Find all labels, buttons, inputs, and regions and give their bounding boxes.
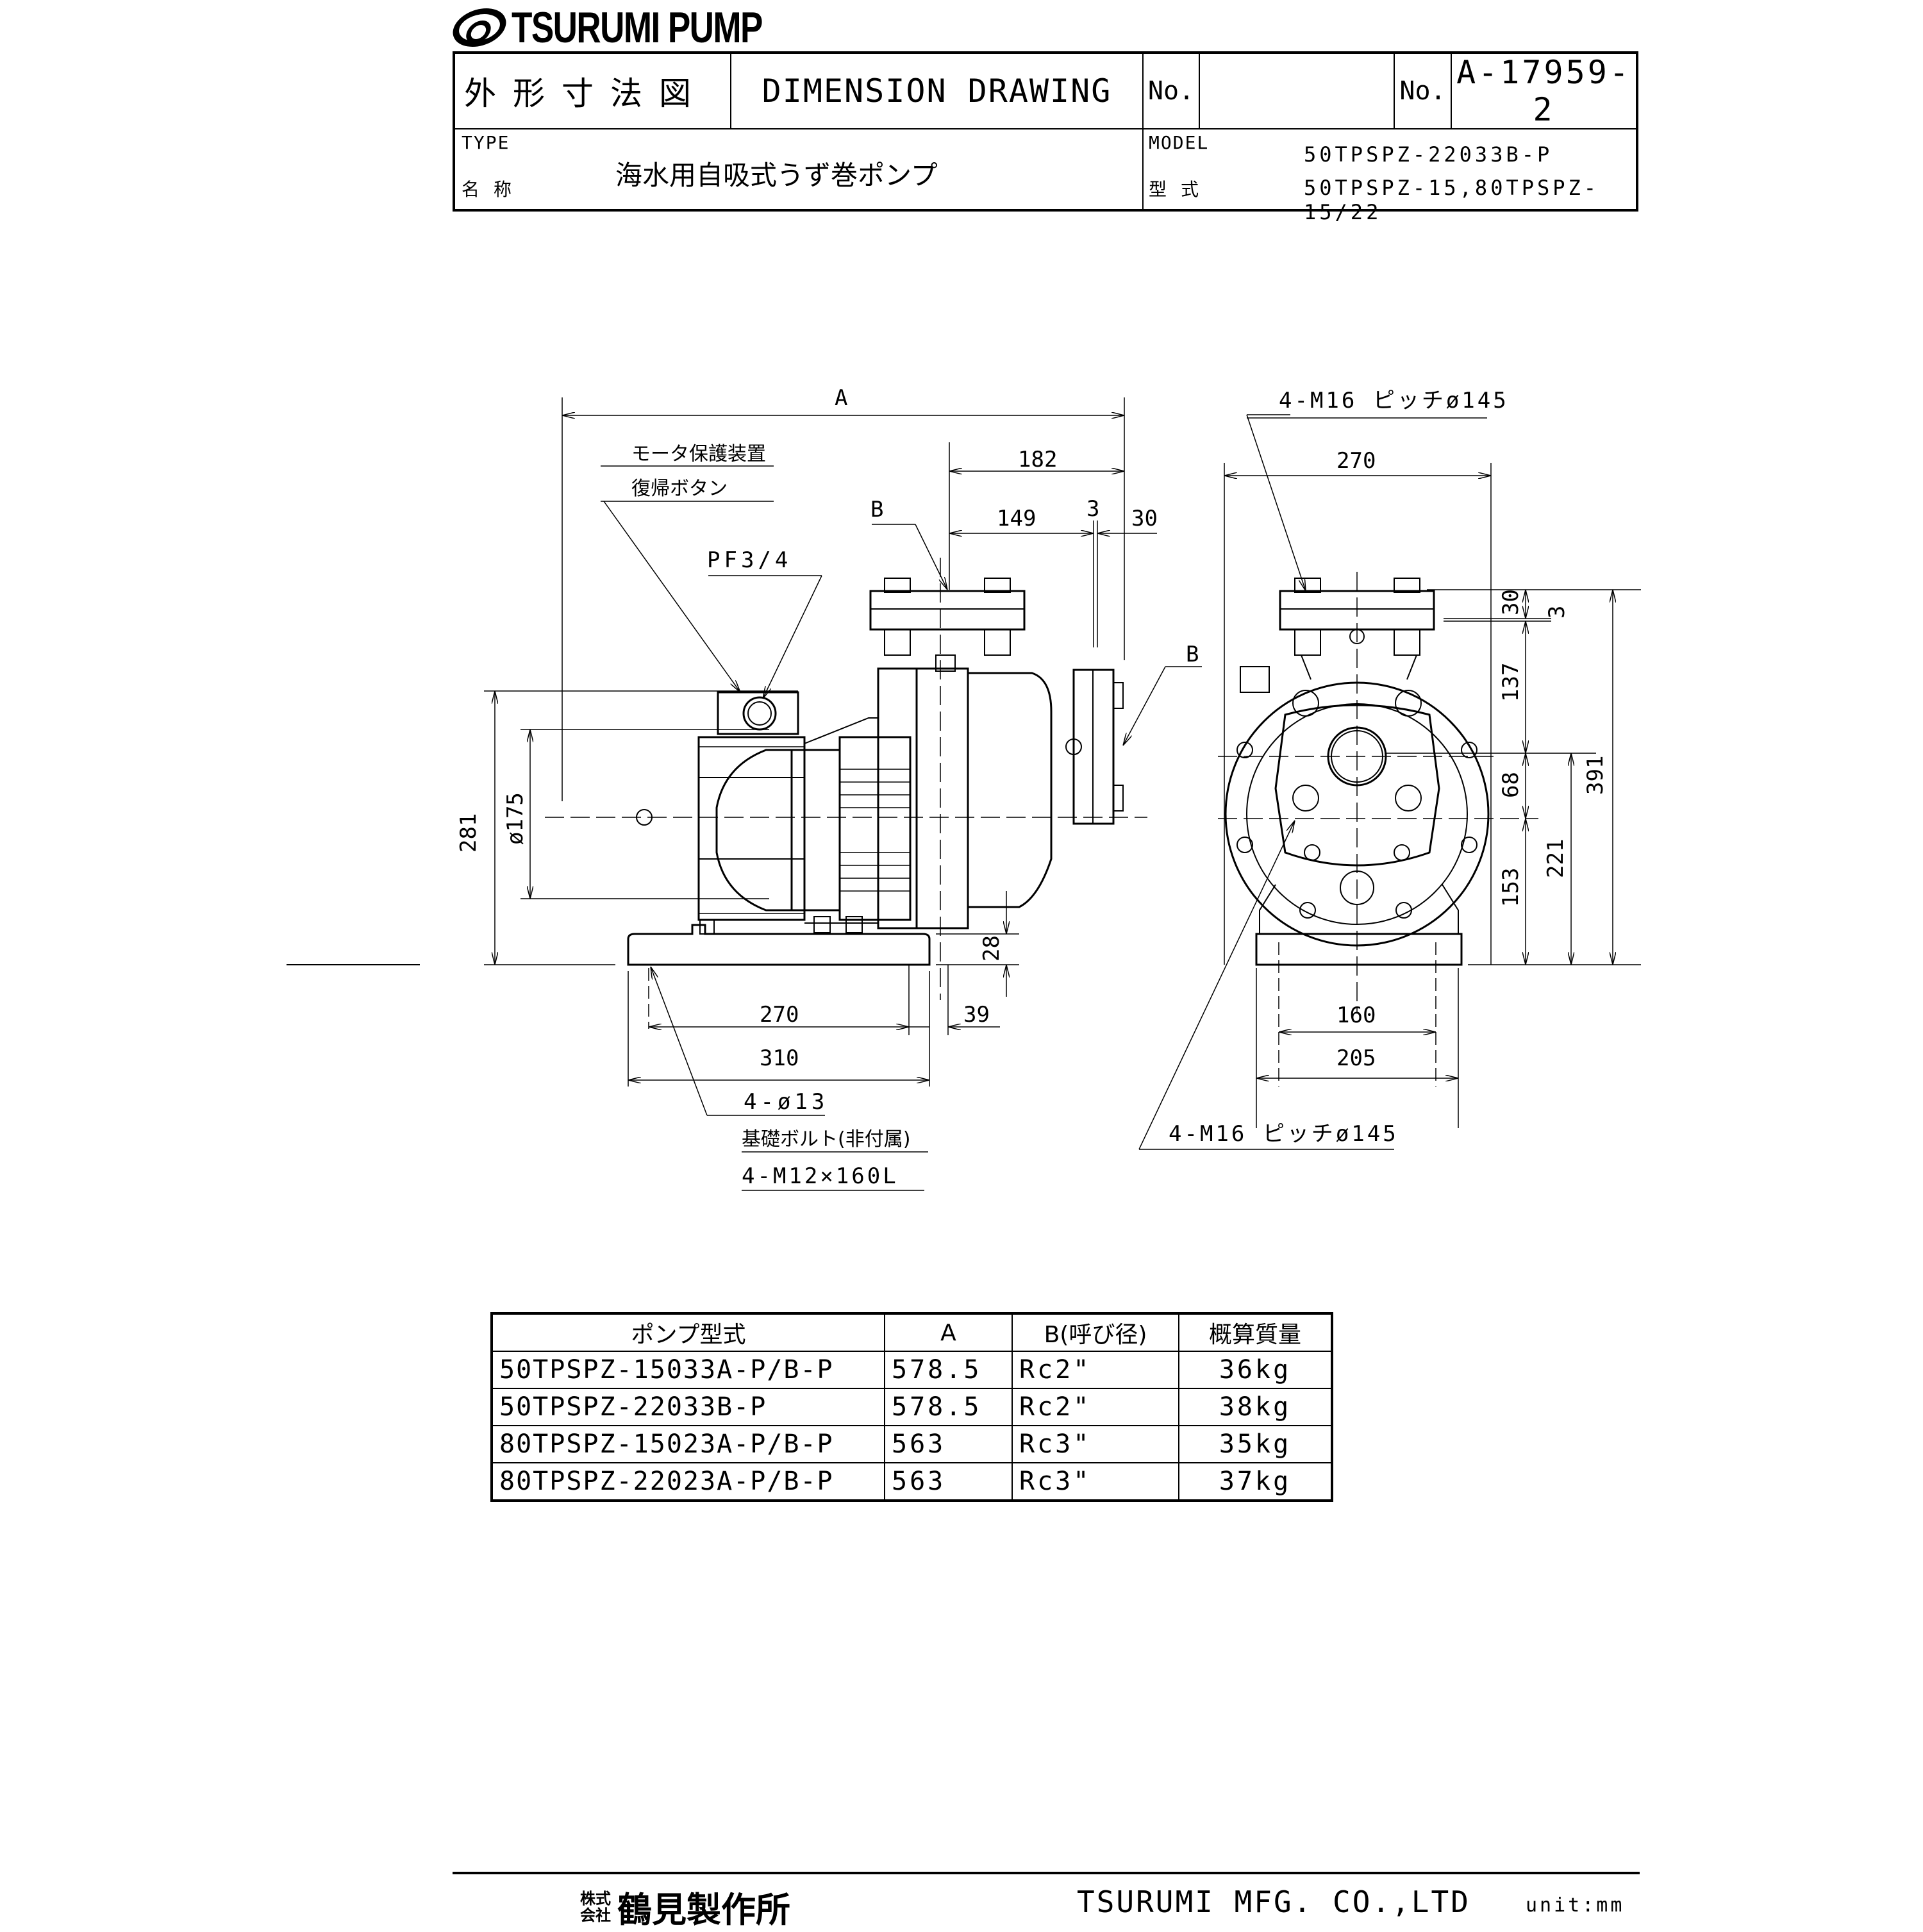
footer-divider bbox=[453, 1872, 1640, 1874]
table-row: 50TPSPZ-22033B-P 578.5 Rc2" 38kg bbox=[491, 1388, 1333, 1426]
dim-160: 160 bbox=[1336, 1003, 1376, 1028]
cell-model: 80TPSPZ-22023A-P/B-P bbox=[491, 1462, 885, 1501]
cell-a: 578.5 bbox=[884, 1351, 1013, 1389]
note-flange-bottom: 4-M16 ピッチø145 bbox=[1169, 1121, 1399, 1147]
note-anchor-1: 基礎ボルト(非付属) bbox=[742, 1128, 910, 1151]
dim-68: 68 bbox=[1498, 772, 1524, 798]
cell-model: 50TPSPZ-15033A-P/B-P bbox=[491, 1351, 885, 1389]
cell-model: 50TPSPZ-22033B-P bbox=[491, 1388, 885, 1426]
note-pf: PF3/4 bbox=[707, 547, 792, 573]
cell-a: 578.5 bbox=[884, 1388, 1013, 1426]
dim-3-side: 3 bbox=[1544, 606, 1570, 619]
cell-model: 80TPSPZ-15023A-P/B-P bbox=[491, 1425, 885, 1463]
side-view-geometry bbox=[1218, 572, 1538, 1013]
table-row: 80TPSPZ-22023A-P/B-P 563 Rc3" 37kg bbox=[491, 1462, 1333, 1501]
doc-number: A-17959-2 bbox=[1451, 52, 1638, 129]
type-label-en: TYPE bbox=[462, 132, 510, 153]
type-label-jp: 名称 bbox=[462, 179, 526, 200]
note-motor-protect-2: 復帰ボタン bbox=[631, 478, 728, 500]
type-value: 海水用自吸式うず巻ポンプ bbox=[615, 160, 938, 191]
spec-table: ポンプ型式 A B(呼び径) 概算質量 50TPSPZ-15033A-P/B-P… bbox=[490, 1312, 1333, 1502]
side-view-labels: 4-M16 ピッチø145 270 30 3 137 68 391 221 15… bbox=[1169, 388, 1608, 1147]
model-label-jp: 型式 bbox=[1149, 179, 1213, 200]
dim-391: 391 bbox=[1583, 756, 1608, 795]
dim-28: 28 bbox=[979, 935, 1004, 962]
front-dimension-lines bbox=[287, 397, 1202, 1191]
table-row: 80TPSPZ-15023A-P/B-P 563 Rc3" 35kg bbox=[491, 1425, 1333, 1463]
title-block: 外形寸法図 DIMENSION DRAWING No. No. A-17959-… bbox=[453, 51, 1638, 224]
cell-weight: 37kg bbox=[1178, 1462, 1333, 1501]
model-line-1: 50TPSPZ-22033B-P bbox=[1304, 142, 1553, 167]
label-b-side: B bbox=[1186, 642, 1199, 667]
type-cell: TYPE 名称 海水用自吸式うず巻ポンプ bbox=[453, 128, 1144, 211]
cell-a: 563 bbox=[884, 1425, 1013, 1463]
dim-270-side: 270 bbox=[1336, 448, 1376, 474]
dim-221: 221 bbox=[1543, 839, 1569, 878]
dim-30: 30 bbox=[1131, 506, 1158, 531]
dim-39: 39 bbox=[963, 1002, 990, 1028]
cell-b: Rc2" bbox=[1011, 1351, 1179, 1389]
title-en: DIMENSION DRAWING bbox=[730, 52, 1144, 129]
cell-a: 563 bbox=[884, 1462, 1013, 1501]
col-weight: 概算質量 bbox=[1178, 1313, 1333, 1352]
front-view-geometry bbox=[545, 558, 1147, 1000]
col-model: ポンプ型式 bbox=[491, 1313, 885, 1352]
note-motor-protect-1: モータ保護装置 bbox=[631, 443, 766, 465]
cell-b: Rc3" bbox=[1011, 1462, 1179, 1501]
cell-weight: 35kg bbox=[1178, 1425, 1333, 1463]
company-jp: 鶴見製作所 bbox=[617, 1889, 790, 1930]
model-label-en: MODEL bbox=[1149, 132, 1210, 153]
brand-logo: TSURUMI PUMP bbox=[447, 3, 833, 52]
cell-b: Rc3" bbox=[1011, 1425, 1179, 1463]
dim-205: 205 bbox=[1336, 1045, 1376, 1071]
spec-header-row: ポンプ型式 A B(呼び径) 概算質量 bbox=[491, 1313, 1333, 1352]
cell-weight: 36kg bbox=[1178, 1351, 1333, 1389]
company-prefix: 株式会社 bbox=[580, 1888, 611, 1924]
brand-name: TSURUMI PUMP bbox=[512, 3, 763, 52]
dim-3: 3 bbox=[1086, 496, 1099, 522]
model-line-2: 50TPSPZ-15,80TPSPZ-15/22 bbox=[1304, 176, 1600, 224]
model-cell: MODEL 型式 50TPSPZ-22033B-P 50TPSPZ-15,80T… bbox=[1142, 128, 1638, 224]
label-b-top: B bbox=[870, 497, 883, 522]
cell-weight: 38kg bbox=[1178, 1388, 1333, 1426]
dim-30-side: 30 bbox=[1498, 589, 1524, 615]
note-holes: 4-ø13 bbox=[744, 1089, 828, 1115]
note-flange-top: 4-M16 ピッチø145 bbox=[1279, 388, 1509, 413]
dim-149: 149 bbox=[997, 506, 1036, 531]
dim-182: 182 bbox=[1018, 447, 1057, 472]
title-jp: 外形寸法図 bbox=[453, 52, 731, 129]
dim-281: 281 bbox=[456, 813, 481, 853]
dim-137: 137 bbox=[1498, 663, 1524, 702]
col-b: B(呼び径) bbox=[1011, 1313, 1179, 1352]
no-label-2: No. bbox=[1394, 52, 1452, 129]
front-view-labels: A 182 149 3 30 B B モータ保護装置 復帰ボタン PF3/4 2… bbox=[456, 385, 1199, 1189]
dim-310: 310 bbox=[760, 1045, 799, 1071]
side-dimension-lines bbox=[1138, 414, 1641, 1150]
company-name-jp: 株式会社 鶴見製作所 bbox=[580, 1881, 790, 1932]
company-name-en: TSURUMI MFG. CO.,LTD bbox=[1077, 1885, 1470, 1919]
col-a: A bbox=[884, 1313, 1013, 1352]
dim-153: 153 bbox=[1498, 868, 1524, 907]
note-anchor-2: 4-M12×160L bbox=[742, 1163, 899, 1189]
unit-label: unit:mm bbox=[1526, 1894, 1625, 1917]
no-value-1 bbox=[1199, 52, 1395, 129]
cell-b: Rc2" bbox=[1011, 1388, 1179, 1426]
table-row: 50TPSPZ-15033A-P/B-P 578.5 Rc2" 36kg bbox=[491, 1351, 1333, 1389]
dim-270-front: 270 bbox=[760, 1002, 799, 1028]
no-label-1: No. bbox=[1142, 52, 1200, 129]
dim-phi175: ø175 bbox=[503, 792, 528, 845]
dim-a: A bbox=[835, 385, 847, 411]
